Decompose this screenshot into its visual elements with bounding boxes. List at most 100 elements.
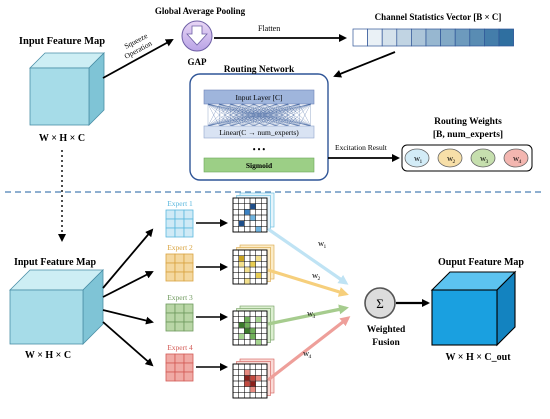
kernel-cell: [174, 209, 185, 220]
weight-sub-3: 3: [486, 159, 489, 165]
activation-cell: [255, 272, 262, 279]
weight-sub-1: 1: [420, 159, 423, 165]
weight-circle-2: [437, 148, 463, 168]
activation-cell: [244, 381, 250, 387]
gap-title: Global Average Pooling: [155, 6, 246, 16]
linear-layer-label: Linear(C → num_experts): [219, 128, 299, 137]
kernel-cell: [183, 209, 194, 220]
top-input-dims: W × H × C: [39, 133, 85, 144]
kernel-cell: [183, 227, 194, 238]
sum-node: [364, 287, 396, 319]
kernel-cell: [174, 218, 185, 229]
weight-label-3: w: [480, 153, 487, 163]
activation-cell: [255, 339, 262, 345]
connection-line: [230, 103, 311, 127]
vector-cell: [425, 28, 441, 47]
kernel-cell: [183, 312, 194, 323]
weight-label-2: w: [447, 153, 454, 163]
kernel-cell: [165, 262, 176, 273]
input-layer-bar: [203, 89, 315, 105]
activation-cell: [255, 255, 262, 262]
connection-line: [219, 103, 311, 127]
activation-cell: [244, 375, 250, 381]
to-expert-2-arrow: [102, 271, 154, 298]
top-input-title: Input Feature Map: [19, 36, 105, 47]
vector-cell: [396, 28, 412, 47]
weight-circle-3: [470, 148, 496, 168]
activation-cell: [244, 267, 250, 273]
fusion-weight-3: w: [307, 308, 314, 318]
kernel-cell: [165, 362, 176, 373]
activation-cell: [250, 261, 256, 267]
sigma-symbol: Σ: [376, 296, 384, 311]
expert-label-1: Expert 1: [167, 199, 193, 208]
down-arrow-icon: [186, 25, 208, 46]
input-layer-label: Input Layer [C]: [235, 93, 282, 102]
kernel-cell: [174, 271, 185, 282]
output-title: Ouput Feature Map: [438, 257, 524, 268]
weight-label-1: w: [414, 153, 421, 163]
sigmoid-label: Sigmoid: [246, 161, 273, 170]
kernel-cell: [183, 321, 194, 332]
connection-line: [299, 103, 311, 127]
fusion-arrow-2: [267, 268, 349, 297]
activation-cell: [255, 226, 262, 232]
kernel-cell: [174, 362, 185, 373]
kernel-cell: [174, 353, 185, 364]
expert-label-2: Expert 2: [167, 243, 193, 252]
csv-to-routing-arrow: [333, 51, 396, 78]
activation-cell: [238, 255, 245, 262]
output-grid-cell: [261, 226, 268, 233]
kernel-cell: [174, 312, 185, 323]
fusion-weight-2: w: [312, 270, 319, 280]
weighted-label-1: Weighted: [367, 325, 406, 335]
kernel-cell: [165, 371, 176, 382]
output-grid-cell: [261, 339, 268, 346]
fusion-weight-sub-3: 3: [313, 314, 316, 320]
kernel-cell: [183, 353, 194, 364]
vector-cell: [498, 28, 514, 47]
vector-cell: [454, 28, 471, 47]
weight-circle-4: [503, 148, 529, 168]
activation-cell: [244, 278, 250, 284]
weight-circle-1: [404, 148, 430, 168]
vector-cell: [411, 28, 427, 47]
weight-sub-4: 4: [519, 159, 522, 165]
fusion-arrow-1: [267, 227, 349, 285]
activation-cell: [255, 375, 262, 381]
weights-title-1: Routing Weights: [434, 117, 502, 127]
activation-cell: [238, 333, 245, 340]
activation-cell: [250, 333, 256, 340]
connection-lines: [207, 103, 311, 127]
output-grid-cell: [261, 392, 268, 399]
connection-line: [207, 103, 277, 127]
connection-line: [207, 103, 254, 127]
kernel-cell: [174, 262, 185, 273]
kernel-cell: [174, 227, 185, 238]
output-cube: [430, 270, 517, 347]
connection-line: [276, 103, 311, 127]
connection-line: [242, 103, 311, 127]
gap-label: GAP: [188, 57, 208, 67]
fusion-arrow-3: [267, 304, 349, 326]
vector-cell: [440, 28, 456, 47]
activation-cell: [255, 316, 262, 323]
connection-line: [207, 103, 311, 127]
vector-cell: [469, 28, 485, 47]
vector-cell: [352, 28, 368, 47]
expert-label-3: Expert 3: [167, 293, 193, 302]
connection-line: [287, 103, 311, 127]
kernel-cell: [165, 353, 176, 364]
fusion-weight-sub-2: 2: [318, 276, 321, 282]
output-dims: W × H × C_out: [445, 352, 511, 363]
kernel-cell: [183, 253, 194, 264]
expert-outputs: [232, 192, 275, 399]
sigmoid-bar: [203, 157, 315, 173]
kernel-cell: [174, 371, 185, 382]
kernel-cell: [165, 218, 176, 229]
fusion-weight-sub-1: 1: [324, 244, 327, 250]
ellipsis: • • •: [253, 145, 266, 154]
kernel-cell: [174, 253, 185, 264]
